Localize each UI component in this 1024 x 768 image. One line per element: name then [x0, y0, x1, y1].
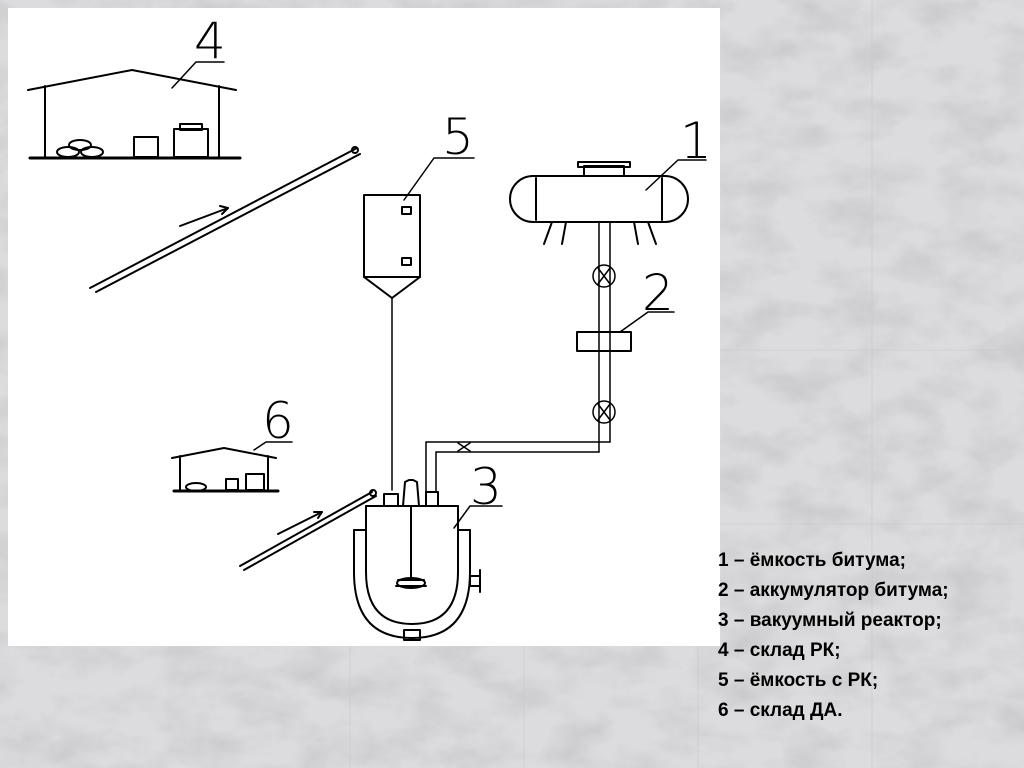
callout-number-4: 4	[194, 12, 226, 70]
legend-item: 2 – аккумулятор битума;	[718, 580, 949, 601]
legend-item: 6 – склад ДА.	[718, 700, 843, 721]
callout-number-5: 5	[442, 108, 474, 166]
bitumen-pipe	[425, 221, 616, 493]
warehouse-da	[171, 447, 280, 493]
legend: 1 – ёмкость битума; 2 – аккумулятор биту…	[718, 546, 1024, 726]
warehouse-rk	[27, 69, 242, 160]
bitumen-accumulator	[576, 331, 632, 352]
callout-number-3: 3	[470, 458, 502, 516]
legend-item: 1 – ёмкость битума;	[718, 550, 906, 571]
callout-number-2: 2	[642, 264, 674, 322]
vacuum-reactor	[353, 479, 481, 641]
legend-item: 3 – вакуумный реактор;	[718, 610, 942, 631]
legend-item: 4 – склад РК;	[718, 640, 841, 661]
callout-number-6: 6	[262, 392, 294, 450]
conveyor-upper	[89, 146, 361, 293]
callout-number-1: 1	[680, 112, 712, 170]
conveyor-lower	[239, 489, 377, 571]
container-rk	[363, 194, 421, 491]
diagram-canvas	[8, 8, 720, 646]
legend-item: 5 – ёмкость с РК;	[718, 670, 879, 691]
